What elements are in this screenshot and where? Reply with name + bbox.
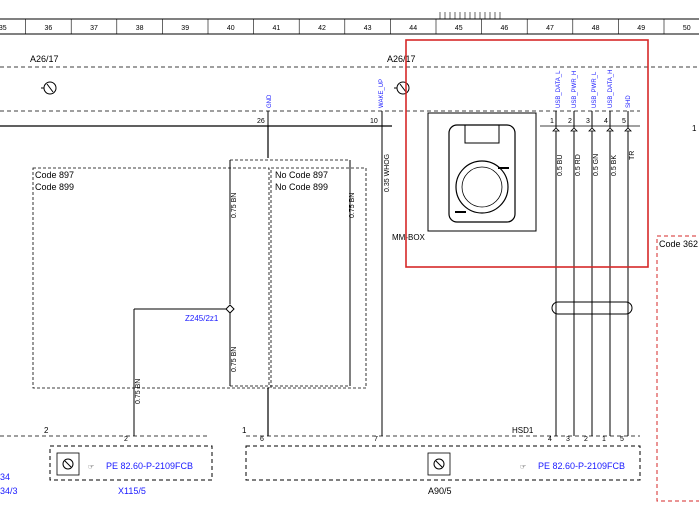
wire-label-gn: 0.5 GN xyxy=(593,154,600,176)
ruler-ticks xyxy=(439,12,501,19)
ruler-number: 39 xyxy=(181,25,189,32)
hsd-pin-1: 1 xyxy=(602,436,606,443)
no-code-899-label: No Code 899 xyxy=(275,182,328,192)
a90-pin-7: 7 xyxy=(374,436,378,443)
usb-pwr-h-label: USB_PWR_H xyxy=(572,71,578,108)
no-code-897-box xyxy=(270,167,367,389)
gnd-signal-label: GND xyxy=(267,94,273,108)
splice-z245-label: Z245/2z1 xyxy=(185,314,219,323)
wire-label-bu: 0.5 BU xyxy=(557,155,564,176)
wire-label-tr: TR xyxy=(629,151,636,160)
pin-26-label: 26 xyxy=(257,118,265,125)
ruler-number: 50 xyxy=(683,25,691,32)
wire-label-whog: 0.35 WHOG xyxy=(384,154,391,192)
a90-pin-1-outer: 1 xyxy=(242,426,247,435)
right-connector-label: A26/17 xyxy=(387,54,416,64)
wake-up-signal-label: WAKE_UP xyxy=(379,79,385,108)
usb-pwr-l-label: USB_PWR_L xyxy=(592,71,598,108)
code-897-label: Code 897 xyxy=(35,170,74,180)
x115-pin-2-inner: 2 xyxy=(124,436,128,443)
ruler-number: 47 xyxy=(546,25,554,32)
usb-pin-3: 3 xyxy=(586,118,590,125)
code-36x-box xyxy=(656,235,699,502)
hsd1-label: HSD1 xyxy=(512,426,534,435)
edge-ref-34-3[interactable]: 34/3 xyxy=(0,486,18,496)
ruler-number: 44 xyxy=(409,25,417,32)
wire-label-bn-4: 0.75 BN xyxy=(231,347,238,372)
shd-label: SHD xyxy=(626,95,632,108)
a90-ground-icon xyxy=(427,452,451,476)
ruler-number: 49 xyxy=(637,25,645,32)
usb-data-l-label: USB_DATA_L xyxy=(556,70,562,108)
edge-ref-34[interactable]: 34 xyxy=(0,472,10,482)
ruler-number: 38 xyxy=(136,25,144,32)
ruler-number: 35 xyxy=(0,25,7,32)
pe-right-ref-icon: ☞ xyxy=(520,464,526,471)
wire-label-bk: 0.5 BK xyxy=(611,155,618,176)
ruler-number: 43 xyxy=(364,25,372,32)
cable-shield xyxy=(551,301,633,315)
hsd-pin-5: 5 xyxy=(620,436,624,443)
code-899-label: Code 899 xyxy=(35,182,74,192)
ruler-cells: 35 36 37 38 39 40 41 42 43 44 45 46 47 48 49 50 xyxy=(0,19,691,34)
wire-label-bn-3: 0.75 BN xyxy=(135,379,142,404)
ruler-number: 40 xyxy=(227,25,235,32)
left-ground-symbol xyxy=(41,81,57,95)
wire-label-rd: 0.5 RD xyxy=(575,154,582,176)
ruler-number: 37 xyxy=(90,25,98,32)
right-edge-pin-1: 1 xyxy=(692,124,697,133)
ruler-number: 36 xyxy=(45,25,53,32)
usb-socket-icon xyxy=(448,124,516,223)
no-code-897-label: No Code 897 xyxy=(275,170,328,180)
x115-label: X115/5 xyxy=(118,486,146,496)
right-ground-symbol xyxy=(394,81,410,95)
usb-pin-2: 2 xyxy=(568,118,572,125)
ruler-number: 46 xyxy=(501,25,509,32)
ruler-number: 41 xyxy=(273,25,281,32)
usb-data-h-label: USB_DATA_H xyxy=(608,70,614,108)
pe-left-ref-icon: ☞ xyxy=(88,464,94,471)
code-36x-label: Code 362 xyxy=(659,239,698,249)
pin-10-label: 10 xyxy=(370,118,378,125)
mm-box-frame xyxy=(427,112,537,232)
hsd-pin-3: 3 xyxy=(566,436,570,443)
left-connector-label: A26/17 xyxy=(30,54,59,64)
usb-wires xyxy=(555,111,629,436)
hsd-pin-2: 2 xyxy=(584,436,588,443)
ruler-number: 48 xyxy=(592,25,600,32)
ruler-number: 45 xyxy=(455,25,463,32)
code-897-box xyxy=(32,167,270,389)
x115-box xyxy=(49,445,213,481)
a90-label: A90/5 xyxy=(428,486,452,496)
a90-pin-6: 6 xyxy=(260,436,264,443)
highlight-box xyxy=(405,39,649,268)
usb-pin-4: 4 xyxy=(604,118,608,125)
ruler-number: 42 xyxy=(318,25,326,32)
wire-label-bn-1: 0.75 BN xyxy=(231,193,238,218)
x115-ground-icon xyxy=(56,452,80,476)
splice-z245 xyxy=(225,304,235,314)
usb-pin-sockets xyxy=(552,127,632,132)
pe-left-ref[interactable]: PE 82.60-P-2109FCB xyxy=(106,461,193,471)
pe-right-ref[interactable]: PE 82.60-P-2109FCB xyxy=(538,461,625,471)
top-ruler: 35 36 37 38 39 40 41 42 43 44 45 46 47 48 49 50 xyxy=(0,12,699,35)
usb-pin-1: 1 xyxy=(550,118,554,125)
hsd-pin-4: 4 xyxy=(548,436,552,443)
a90-box xyxy=(245,445,641,481)
mm-box-label: MM-BOX xyxy=(392,233,426,242)
x115-pin-2-outer: 2 xyxy=(44,426,49,435)
wire-label-bn-2: 0.75 BN xyxy=(349,193,356,218)
usb-pin-5: 5 xyxy=(622,118,626,125)
